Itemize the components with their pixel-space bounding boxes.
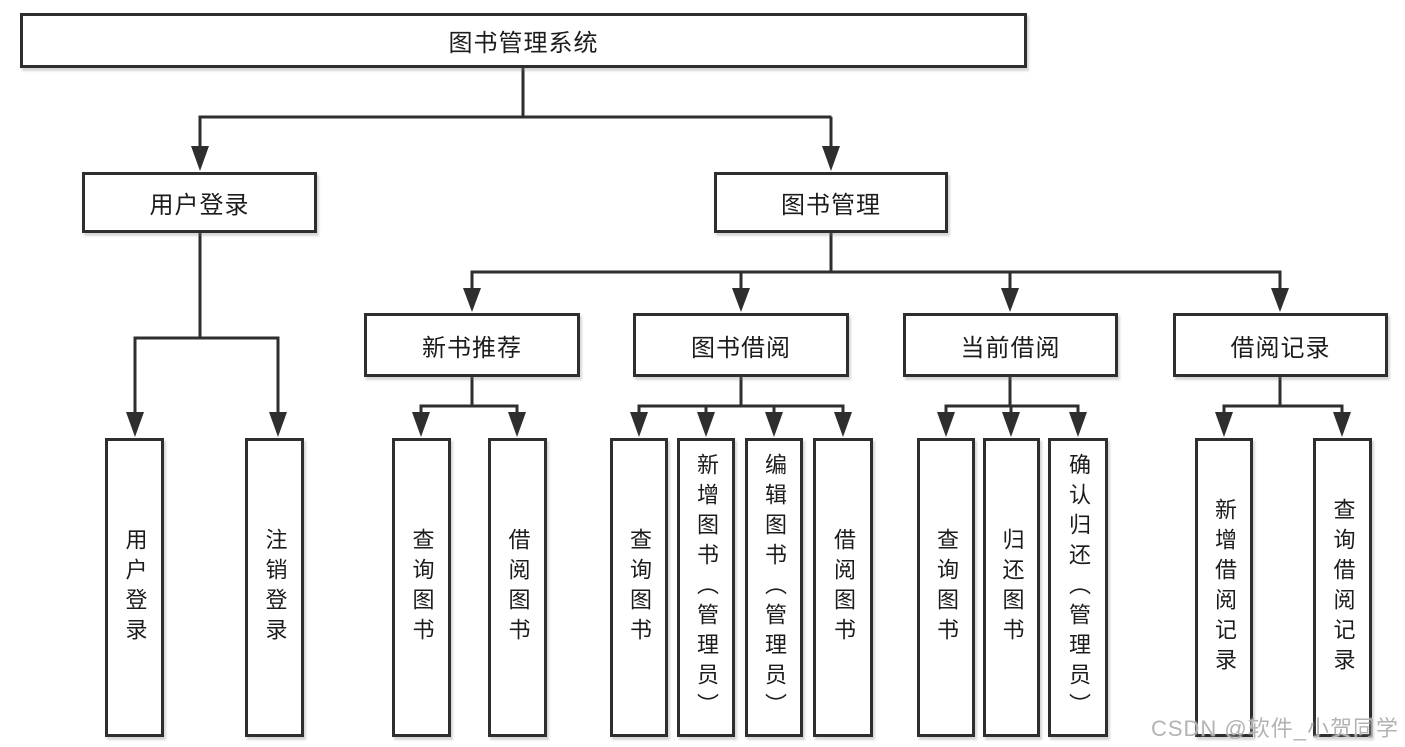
leaf-current-query-books-label: 查询图书: [934, 527, 959, 648]
node-user-login: 用户登录: [82, 172, 317, 233]
leaf-recommend-borrow-books: 借阅图书: [488, 438, 547, 737]
node-borrow-records-label: 借阅记录: [1230, 334, 1331, 362]
node-current-borrow-label: 当前借阅: [960, 334, 1061, 362]
leaf-borrow-edit-books-admin-label: 编辑图书（管理员）: [762, 452, 787, 723]
csdn-watermark: CSDN @软件_小贺同学: [1150, 716, 1399, 741]
node-user-login-label: 用户登录: [149, 192, 250, 219]
leaf-recommend-query-books: 查询图书: [392, 438, 451, 737]
node-new-book-recommend-label: 新书推荐: [422, 334, 522, 362]
leaf-borrow-borrow-books: 借阅图书: [813, 438, 873, 737]
leaf-records-query-record: 查询借阅记录: [1313, 438, 1372, 737]
node-root-system: 图书管理系统: [20, 13, 1027, 68]
leaf-user-login-label: 用户登录: [122, 527, 148, 648]
node-current-borrow: 当前借阅: [903, 313, 1118, 377]
leaf-logout-login-label: 注销登录: [262, 527, 288, 648]
node-root-system-label: 图书管理系统: [448, 30, 599, 57]
node-book-management: 图书管理: [714, 172, 948, 233]
leaf-current-query-books: 查询图书: [917, 438, 975, 737]
leaf-recommend-borrow-books-label: 借阅图书: [505, 527, 531, 648]
leaf-recommend-query-books-label: 查询图书: [409, 527, 435, 648]
node-book-borrow-label: 图书借阅: [691, 334, 791, 362]
leaf-records-query-record-label: 查询借阅记录: [1330, 497, 1356, 678]
leaf-records-add-record: 新增借阅记录: [1195, 438, 1253, 737]
node-new-book-recommend: 新书推荐: [364, 313, 580, 377]
leaf-borrow-add-books-admin: 新增图书（管理员）: [677, 438, 735, 737]
leaf-borrow-edit-books-admin: 编辑图书（管理员）: [745, 438, 803, 737]
leaf-borrow-query-books-label: 查询图书: [627, 527, 652, 648]
leaf-current-return-books: 归还图书: [983, 438, 1040, 737]
node-borrow-records: 借阅记录: [1173, 313, 1388, 377]
leaf-borrow-add-books-admin-label: 新增图书（管理员）: [694, 452, 719, 723]
leaf-user-login: 用户登录: [105, 438, 164, 737]
leaf-current-confirm-return-admin-label: 确认归还（管理员）: [1066, 452, 1091, 723]
leaf-current-confirm-return-admin: 确认归还（管理员）: [1048, 438, 1108, 737]
leaf-borrow-borrow-books-label: 借阅图书: [831, 527, 856, 648]
leaf-records-add-record-label: 新增借阅记录: [1212, 497, 1237, 678]
node-book-borrow: 图书借阅: [633, 313, 849, 377]
leaf-borrow-query-books: 查询图书: [610, 438, 668, 737]
node-book-management-label: 图书管理: [781, 192, 881, 219]
leaf-logout-login: 注销登录: [245, 438, 304, 737]
leaf-current-return-books-label: 归还图书: [999, 527, 1025, 648]
